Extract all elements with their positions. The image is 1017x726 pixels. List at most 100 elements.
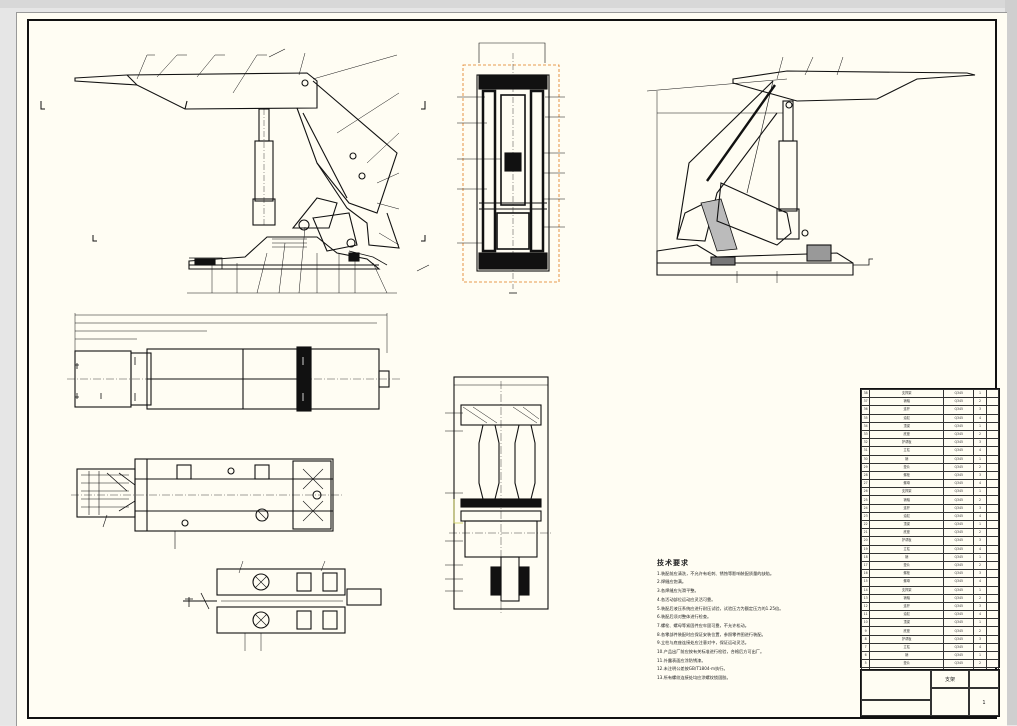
bom-remark	[985, 536, 1000, 546]
bom-material: Q345	[943, 429, 975, 440]
note-line: 11.外露表面应涂防锈漆。	[657, 657, 706, 663]
tb-code	[969, 670, 999, 688]
bom-material: Q345	[943, 511, 975, 522]
bom-part-name: 顶梁	[869, 618, 945, 628]
bom-remark	[985, 405, 1000, 415]
note-line: 6.装配后须对整体进行检查。	[657, 614, 712, 620]
bom-qty: 1	[973, 519, 987, 530]
bom-part-name: 立柱	[869, 544, 945, 554]
bom-qty: 1	[973, 421, 987, 431]
bom-part-name: 垫片	[869, 560, 945, 571]
bom-remark	[985, 642, 1000, 653]
bom-material: Q345	[943, 495, 975, 505]
bom-part-name: 底座	[869, 429, 945, 440]
bom-material: Q345	[943, 446, 975, 456]
bom-index: 32	[860, 438, 871, 448]
bom-remark	[985, 610, 1000, 620]
bom-part-name: 顶梁	[869, 519, 945, 530]
note-line: 2.焊缝应饱满。	[657, 579, 687, 585]
bom-material: Q345	[943, 659, 975, 669]
bom-qty: 1	[973, 618, 987, 628]
bom-qty: 1	[973, 454, 987, 464]
bom-qty: 1	[973, 487, 987, 497]
section-view	[445, 376, 551, 613]
bom-remark	[985, 470, 1000, 481]
bom-index: 8	[860, 634, 871, 644]
bom-remark	[985, 511, 1000, 522]
bom-material: Q345	[943, 577, 975, 587]
technical-notes-title: 技术要求	[657, 559, 689, 567]
bom-index: 14	[860, 585, 871, 595]
bom-material: Q345	[943, 610, 975, 620]
bom-remark	[985, 413, 1000, 423]
bom-remark	[985, 528, 1000, 538]
bom-remark	[985, 519, 1000, 530]
bom-material: Q345	[943, 438, 975, 448]
bom-material: Q345	[943, 503, 975, 513]
bom-remark	[985, 601, 1000, 612]
bom-qty: 3	[973, 503, 987, 513]
bom-material: Q345	[943, 626, 975, 636]
bom-index: 12	[860, 601, 871, 612]
window-top-bar	[0, 0, 1017, 8]
bom-index: 29	[860, 462, 871, 472]
bom-qty: 3	[973, 634, 987, 644]
bom-material: Q345	[943, 569, 975, 579]
technical-notes: 技术要求 1.装配前应清洗，不允许有毛刺、锈蚀等影响装配质量的缺陷。 2.焊缝应…	[657, 559, 857, 683]
bom-material: Q345	[943, 487, 975, 497]
bom-part-name: 底座	[869, 528, 945, 538]
bom-material: Q345	[943, 421, 975, 431]
bom-material: Q345	[943, 479, 975, 489]
bom-remark	[985, 454, 1000, 464]
front-view	[457, 42, 565, 294]
bom-index: 36	[860, 405, 871, 415]
bom-part-name: 销轴	[869, 397, 945, 407]
top-detail-view	[71, 458, 343, 549]
bom-material: Q345	[943, 544, 975, 554]
bom-part-name: 支撑架	[869, 487, 945, 497]
note-line: 5.装配后液压系统应进行耐压试验，试验压力为额定压力的1.25倍。	[657, 605, 784, 611]
bom-qty: 4	[973, 413, 987, 423]
bom-index: 23	[860, 511, 871, 522]
bom-qty: 3	[973, 601, 987, 612]
bom-remark	[985, 560, 1000, 571]
bom-material: Q345	[943, 413, 975, 423]
bom-material: Q345	[943, 454, 975, 464]
bom-qty: 4	[973, 544, 987, 554]
bom-part-name: 连杆	[869, 601, 945, 612]
bom-index: 34	[860, 421, 871, 431]
bom-material: Q345	[943, 388, 975, 399]
bom-part-name: 立柱	[869, 446, 945, 456]
bom-remark	[985, 388, 1000, 399]
note-line: 9.立柱与底座连接处应注意对中，保证运动灵活。	[657, 640, 749, 646]
bom-index: 27	[860, 479, 871, 489]
bom-remark	[985, 634, 1000, 644]
bom-part-name: 螺母	[869, 479, 945, 489]
vertical-scrollbar[interactable]	[1005, 0, 1017, 725]
bom-material: Q345	[943, 462, 975, 472]
bom-remark	[985, 569, 1000, 579]
bom-qty: 1	[973, 650, 987, 661]
bom-qty: 4	[973, 577, 987, 587]
bom-part-name: 销轴	[869, 593, 945, 603]
bom-index: 35	[860, 413, 871, 423]
bom-remark	[985, 446, 1000, 456]
bom-qty: 4	[973, 479, 987, 489]
bom-index: 37	[860, 397, 871, 407]
bom-index: 22	[860, 519, 871, 530]
bom-index: 24	[860, 503, 871, 513]
